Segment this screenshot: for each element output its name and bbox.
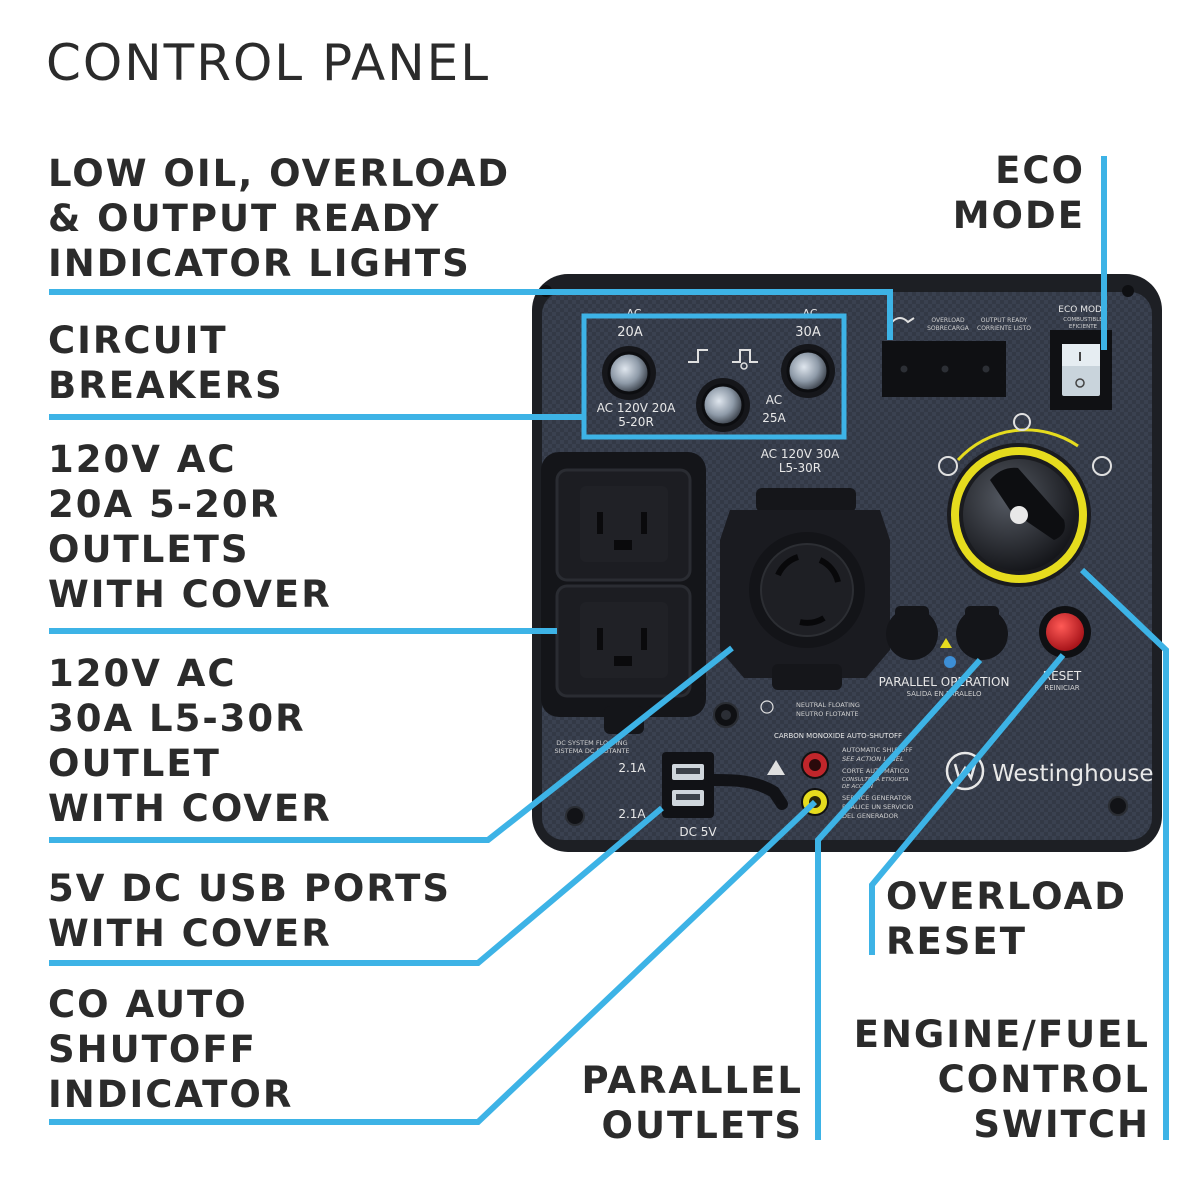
- dial-arc-mark: [956, 428, 1079, 462]
- parallel-operation-es-label: SALIDA EN PARALELO: [907, 690, 982, 698]
- overload-reset-button[interactable]: [1039, 606, 1091, 658]
- callout-eco-mode: ECO MODE: [952, 149, 1085, 237]
- leader-usb-ports: [49, 805, 664, 966]
- overload-label: OVERLOAD: [931, 317, 965, 324]
- screw: [565, 806, 585, 826]
- neutral-floating-es-label: NEUTRO FLOTANTE: [796, 710, 859, 718]
- dc-5v-label: DC 5V: [679, 825, 717, 839]
- usb-ports-with-cover[interactable]: [662, 752, 788, 818]
- automatic-shutoff-label: AUTOMATIC SHUTOFF: [842, 746, 913, 754]
- reset-label: RESET: [1043, 669, 1082, 683]
- eco-mode-panel-label: ECO MODE: [1058, 305, 1108, 315]
- output-ready-label: OUTPUT READY: [981, 317, 1028, 324]
- caution-icon: [940, 638, 952, 648]
- breaker-20a[interactable]: [602, 346, 656, 400]
- leader-overload-reset: [869, 653, 1066, 955]
- leader-parallel-outlets: [815, 657, 983, 1140]
- amp-25a-label: 25A: [762, 411, 786, 425]
- neutral-floating-label: NEUTRAL FLOATING: [796, 701, 860, 709]
- brand-name: Westinghouse: [992, 761, 1153, 787]
- callout-outlets-20a: 120V AC 20A 5-20R OUTLETS WITH COVER: [48, 438, 332, 616]
- parallel-operation-label: PARALLEL OPERATION: [879, 675, 1010, 689]
- eco-mode-es1: COMBUSTIBLE: [1063, 317, 1103, 323]
- ac-120v-20a-label: AC 120V 20A: [597, 401, 676, 415]
- leader-engine-switch: [1079, 567, 1169, 1140]
- breaker-30a[interactable]: [781, 344, 835, 398]
- leader-co-indicator: [49, 799, 818, 1125]
- callout-overload-reset: OVERLOAD RESET: [886, 875, 1127, 963]
- leader-outlet-30a: [49, 645, 734, 843]
- breaker-30a-label: 30A: [795, 325, 821, 340]
- low-oil-light: [900, 365, 908, 373]
- engine-fuel-control-dial[interactable]: [947, 443, 1091, 587]
- choke-position-icon: [1013, 413, 1031, 431]
- service-generator-label: SERVICE GENERATOR: [842, 794, 912, 802]
- ac-120v-30a-label: AC 120V 30A: [761, 447, 840, 461]
- callout-parallel-outlets: PARALLEL OUTLETS: [581, 1059, 803, 1147]
- callout-usb-ports: 5V DC USB PORTS WITH COVER: [48, 867, 452, 955]
- screw: [1108, 796, 1128, 816]
- dc-system-floating-label: DC SYSTEM FLOATING: [556, 739, 627, 747]
- callout-engine-switch: ENGINE/FUEL CONTROL SWITCH: [853, 1013, 1150, 1146]
- callout-co-indicator: CO AUTO SHUTOFF INDICATOR: [48, 983, 294, 1116]
- indicator-lights: OVERLOAD SOBRECARGA OUTPUT READY CORRIEN…: [882, 317, 1031, 397]
- usb-bottom-rating: 2.1A: [618, 807, 646, 821]
- nema-5-20r-label: 5-20R: [618, 415, 654, 429]
- breaker-on-symbol: [732, 349, 758, 363]
- del-generador-label: DEL GENERADOR: [842, 812, 899, 820]
- breaker-25a[interactable]: [696, 378, 750, 432]
- callout-indicator-lights: LOW OIL, OVERLOAD & OUTPUT READY INDICAT…: [48, 152, 511, 285]
- eco-mode-es2: EFICIENTE: [1069, 324, 1098, 330]
- parallel-outlets[interactable]: [886, 606, 1008, 660]
- callout-outlet-30a: 120V AC 30A L5-30R OUTLET WITH COVER: [48, 652, 332, 830]
- off-position-icon: [938, 456, 958, 476]
- breaker-highlight-box: [581, 313, 847, 440]
- page-title: CONTROL PANEL: [46, 34, 491, 92]
- run-position-icon: [1092, 456, 1112, 476]
- de-accion-label: DE ACCIÓN: [842, 783, 873, 790]
- co-auto-shutoff-panel-label: CARBON MONOXIDE AUTO-SHUTOFF: [774, 732, 902, 740]
- leader-indicator-lights: [49, 289, 893, 340]
- usb-top-rating: 2.1A: [618, 761, 646, 775]
- breaker-20a-label: 20A: [617, 325, 643, 340]
- callout-leaders: [49, 156, 1169, 1140]
- ground-icon: [760, 700, 774, 714]
- output-ready-light: [982, 365, 990, 373]
- breaker-off-symbol: [688, 349, 708, 363]
- parallel-info-icon: [944, 656, 956, 668]
- corte-automatico-label: CORTE AUTOMÁTICO: [842, 766, 909, 775]
- see-action-label: SEE ACTION LABEL: [842, 755, 904, 763]
- outlet-30a-with-cover[interactable]: [720, 488, 890, 690]
- output-ready-es-label: CORRIENTE LISTO: [977, 325, 1031, 332]
- callout-circuit-breakers: CIRCUIT BREAKERS: [48, 319, 284, 407]
- dc-system-floating-es-label: SISTEMA DC FLOTANTE: [554, 747, 629, 755]
- reemplace-label: REALICE UN SERVICIO: [842, 803, 913, 811]
- westinghouse-logo-icon: [945, 751, 985, 791]
- ac-25a-label: AC: [766, 393, 782, 407]
- overload-es-label: SOBRECARGA: [927, 325, 970, 332]
- overload-light: [941, 365, 949, 373]
- screw: [1122, 285, 1134, 297]
- nema-l5-30r-label: L5-30R: [779, 461, 821, 475]
- oil-can-icon: [891, 317, 915, 324]
- co-warning-icon: [767, 760, 785, 775]
- reset-es-label: REINICIAR: [1044, 684, 1079, 692]
